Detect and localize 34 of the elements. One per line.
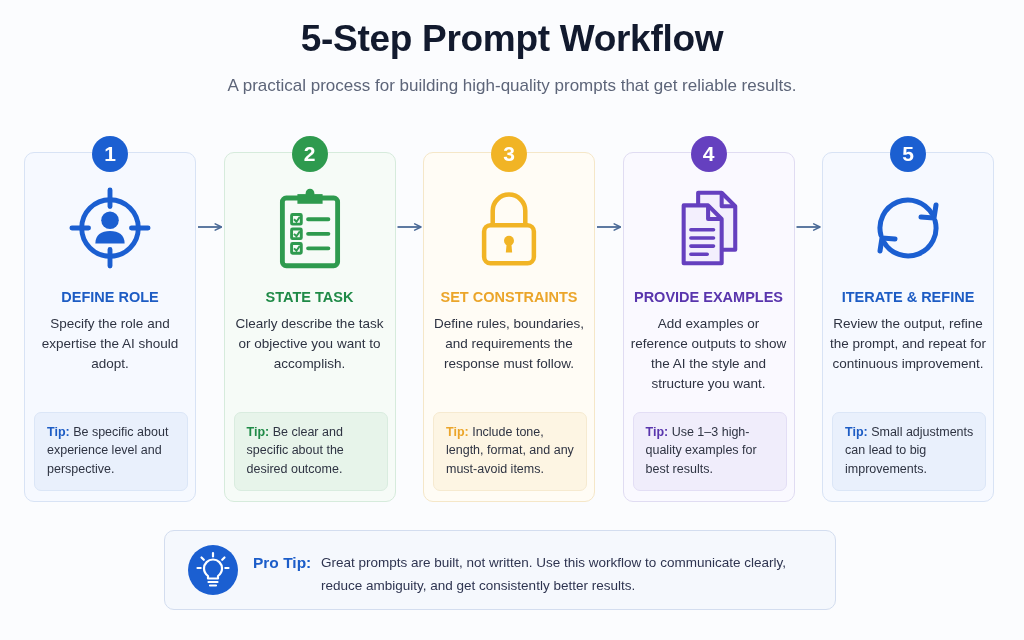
step-heading: SET CONSTRAINTS (440, 288, 578, 306)
step-description: Review the output, refine the prompt, and repeat for continuous improvement. (828, 315, 988, 373)
step-description: Clearly describe the task or objective you want to accomplish. (234, 315, 385, 373)
tip-panel (832, 411, 986, 491)
step-heading: PROVIDE EXAMPLES (633, 288, 784, 306)
arrow (795, 223, 821, 231)
tip-text: Tip: Use 1–3 high-quality examples for best results. (645, 423, 758, 478)
pro-tip-text: Great prompts are built, not written. Use this workflow to communicate clearly, reduce ambiguity, and get consistently better results. (321, 554, 787, 595)
subtitle: A practical process for building high-quality prompts that get reliable results. (227, 75, 797, 97)
step-number-badge: 4 (690, 136, 727, 172)
arrow (197, 223, 223, 231)
step-description: Define rules, boundaries, and requirements the response must follow. (432, 315, 586, 373)
step-description: Specify the role and expertise the AI should adopt. (40, 315, 180, 373)
pro-tip-panel (164, 530, 836, 610)
tip-text: Tip: Be specific about experience level and perspective. (47, 423, 170, 478)
tip-panel (433, 411, 587, 491)
step-description: Add examples or reference outputs to show the AI the style and structure you want. (629, 315, 788, 393)
step-heading: STATE TASK (265, 288, 354, 306)
step-number-badge: 1 (92, 136, 128, 172)
tip-text: Tip: Include tone, length, format, and any must-avoid items. (446, 423, 575, 478)
step-number-badge: 3 (491, 136, 527, 172)
step-heading: ITERATE & REFINE (841, 288, 975, 306)
title: 5-Step Prompt Workflow (300, 17, 724, 61)
tip-text: Tip: Be clear and specific about the desired outcome. (246, 423, 345, 478)
pro-tip-heading: Pro Tip: (253, 553, 312, 573)
arrow (396, 223, 422, 231)
step-number-badge: 5 (890, 136, 926, 172)
tip-panel (233, 411, 388, 491)
step-heading: DEFINE ROLE (61, 288, 159, 306)
step-number-badge: 2 (291, 136, 328, 172)
tip-panel (34, 411, 188, 491)
arrow (596, 223, 622, 231)
tip-panel (632, 411, 787, 491)
tip-text: Tip: Small adjustments can lead to big improvements. (845, 423, 975, 478)
